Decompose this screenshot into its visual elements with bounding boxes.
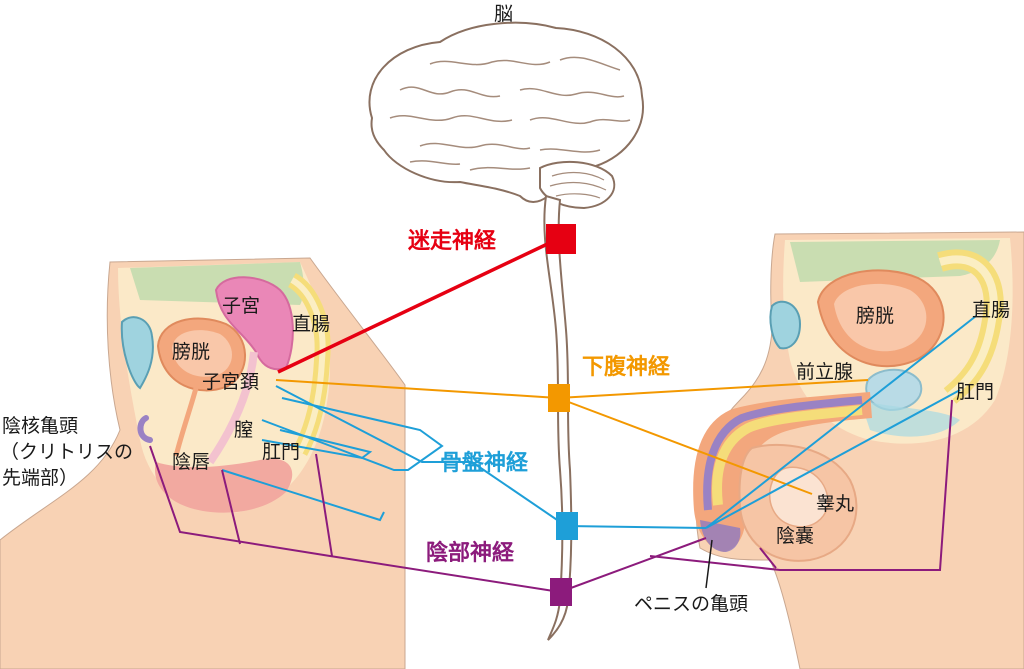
brain-gyri (389, 56, 631, 171)
vagus-nerve-lines (277, 236, 561, 374)
label-female-clitoris-note1: （クリトリスの (0, 441, 133, 463)
label-vagus-nerve: 迷走神経 (407, 228, 497, 254)
pudendal-nerve-lines (149, 399, 953, 593)
male-pelvic-bone (769, 300, 802, 350)
female-clitoris-shape (137, 415, 153, 443)
label-female-anus: 肛門 (262, 441, 300, 463)
male-pelvis (693, 231, 1024, 669)
female-vagina-shape (206, 351, 258, 465)
label-male-prostate: 前立腺 (796, 361, 853, 383)
label-male-glans: ペニスの亀頭 (634, 593, 748, 615)
female-perineum-region (155, 458, 293, 513)
vagus-nerve-marker (546, 224, 576, 254)
label-male-bladder: 膀胱 (856, 305, 894, 327)
label-pudendal-nerve: 陰部神経 (426, 540, 515, 566)
label-pelvic-nerve: 骨盤神経 (440, 450, 529, 476)
label-male-testis: 睾丸 (816, 493, 854, 515)
label-hypogastric-nerve: 下腹神経 (582, 354, 671, 380)
label-female-uterus: 子宮 (222, 295, 260, 317)
label-female-clitoris-note2: 先端部） (2, 467, 78, 489)
male-bladder-inner (834, 283, 927, 352)
pudendal-nerve-marker (550, 578, 572, 606)
label-brain: 脳 (494, 3, 513, 25)
female-rectum-inner (290, 277, 326, 454)
label-female-rectum: 直腸 (292, 313, 330, 335)
label-male-anus: 肛門 (956, 381, 994, 403)
pelvic-nerve-marker (556, 512, 578, 540)
male-testis-shape (768, 466, 829, 528)
male-penis-spongy (703, 396, 863, 511)
spinal-cord (543, 194, 573, 641)
male-rectum-inner (938, 255, 998, 400)
pelvic-nerve-lines (221, 315, 977, 529)
hypogastric-nerve-marker (548, 384, 570, 412)
male-penis-cavernous (712, 405, 863, 506)
label-female-vagina: 膣 (234, 419, 253, 441)
label-male-scrotum: 陰嚢 (776, 525, 814, 547)
label-male-rectum: 直腸 (972, 299, 1010, 321)
female-urethra (173, 387, 199, 457)
label-female-labia: 陰唇 (172, 451, 210, 473)
glans-pointer-line (705, 539, 713, 589)
label-female-bladder: 膀胱 (172, 341, 210, 363)
male-glans-shape (700, 520, 741, 552)
label-female-cervix: 子宮頚 (202, 371, 259, 393)
label-female-clitoris: 陰核亀頭 (2, 415, 78, 437)
female-pelvic-bone (120, 316, 154, 390)
cerebellum-folds (549, 171, 607, 199)
female-bladder-inner (172, 330, 232, 377)
